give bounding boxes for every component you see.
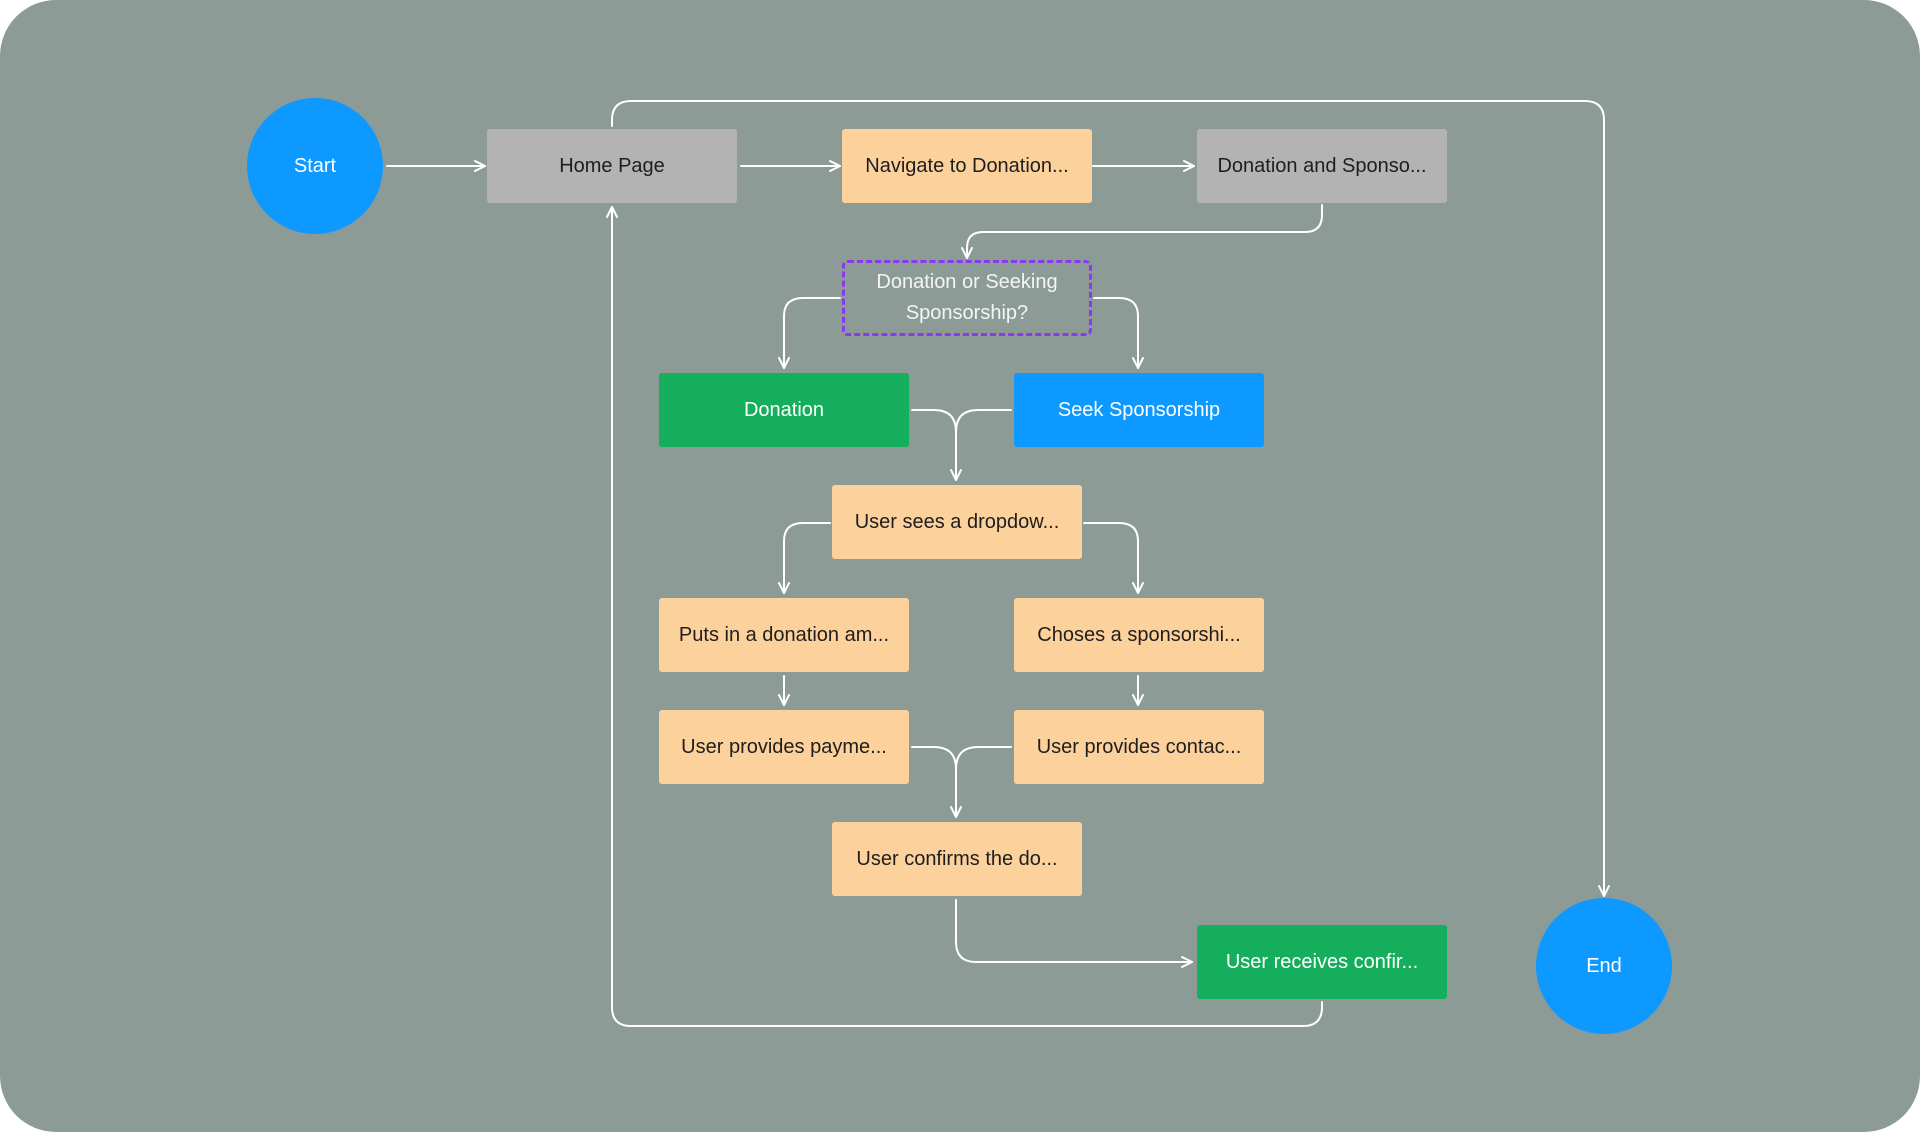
edge-contact-merge bbox=[955, 746, 1012, 770]
edge-confirm-receive bbox=[955, 899, 1193, 968]
donation-amount-node[interactable]: Puts in a donation am... bbox=[659, 598, 909, 672]
edge-home-end bbox=[611, 100, 1610, 897]
edge-decision-donation bbox=[778, 297, 841, 369]
dropdown-node[interactable]: User sees a dropdow... bbox=[832, 485, 1082, 559]
home-page-node[interactable]: Home Page bbox=[487, 129, 737, 203]
confirm-node[interactable]: User confirms the do... bbox=[832, 822, 1082, 896]
edge-receive-home bbox=[606, 206, 1323, 1027]
edge-payment-merge bbox=[911, 746, 962, 818]
seek-sponsorship-node[interactable]: Seek Sponsorship bbox=[1014, 373, 1264, 447]
end-node[interactable]: End bbox=[1536, 898, 1672, 1034]
edge-decision-seek bbox=[1093, 297, 1144, 369]
receive-confirmation-node[interactable]: User receives confir... bbox=[1197, 925, 1447, 999]
donation-or-sponsorship-decision[interactable]: Donation or Seeking Sponsorship? bbox=[842, 260, 1092, 336]
start-node[interactable]: Start bbox=[247, 98, 383, 234]
payment-info-node[interactable]: User provides payme... bbox=[659, 710, 909, 784]
donation-node[interactable]: Donation bbox=[659, 373, 909, 447]
edge-donation-page-decision bbox=[961, 204, 1323, 259]
edge-dropdown-amount bbox=[778, 522, 831, 594]
contact-info-node[interactable]: User provides contac... bbox=[1014, 710, 1264, 784]
edge-donation-merge bbox=[911, 409, 962, 481]
edge-dropdown-choose bbox=[1083, 522, 1144, 594]
choose-sponsorship-node[interactable]: Choses a sponsorshi... bbox=[1014, 598, 1264, 672]
edge-seek-merge bbox=[955, 409, 1012, 433]
donation-sponsorship-page-node[interactable]: Donation and Sponso... bbox=[1197, 129, 1447, 203]
navigate-to-donation-node[interactable]: Navigate to Donation... bbox=[842, 129, 1092, 203]
